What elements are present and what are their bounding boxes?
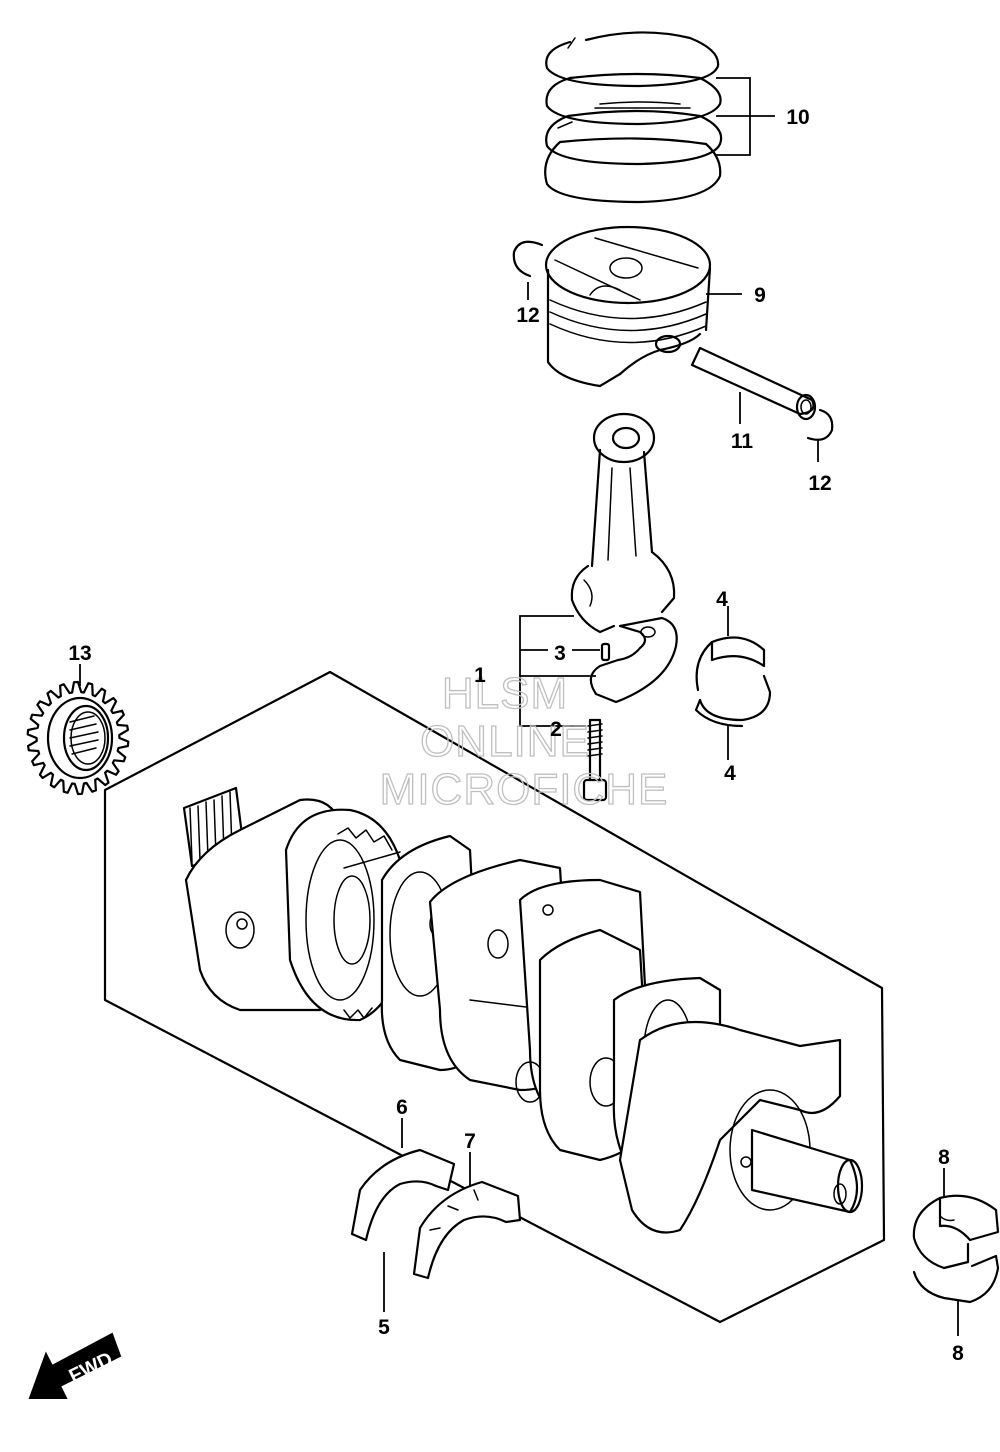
callout-12-left: 12 — [516, 304, 539, 327]
conrod-bolt-part-2[interactable] — [582, 718, 608, 802]
crankshaft[interactable] — [182, 786, 864, 1234]
callout-4-top: 4 — [716, 588, 728, 611]
connecting-rod[interactable] — [570, 412, 676, 634]
conrod-bearing-part-4[interactable] — [694, 636, 772, 728]
piston-pin-part-11[interactable] — [690, 346, 817, 421]
callout-8-bottom: 8 — [952, 1342, 964, 1365]
piston-part-9[interactable] — [544, 225, 712, 388]
callout-3: 3 — [554, 642, 566, 665]
watermark-line-2: ONLINE — [420, 717, 590, 766]
piston-rings-part-10[interactable] — [544, 31, 723, 204]
circlip-part-12-right[interactable] — [806, 408, 834, 441]
callout-6: 6 — [396, 1096, 408, 1119]
callout-8-top: 8 — [938, 1146, 950, 1169]
callout-5: 5 — [378, 1316, 390, 1339]
thrust-washer-part-6[interactable] — [350, 1148, 456, 1242]
callout-11: 11 — [731, 430, 754, 453]
watermark-line-3: MICROFICHE — [380, 765, 669, 814]
callout-7: 7 — [464, 1130, 476, 1153]
connecting-rod-cap[interactable] — [589, 616, 678, 704]
callout-bracket-1 — [519, 615, 574, 727]
circlip-part-12-left[interactable] — [512, 240, 544, 278]
callout-1: 1 — [474, 664, 486, 687]
dowel-pin-part-3[interactable] — [600, 642, 611, 662]
callout-9: 9 — [754, 284, 766, 307]
sprocket-part-13[interactable] — [26, 680, 130, 796]
callout-10: 10 — [786, 106, 809, 129]
callout-4-bottom: 4 — [724, 762, 736, 785]
main-bearing-part-8[interactable] — [912, 1194, 1000, 1304]
callout-2: 2 — [550, 718, 562, 741]
crankshaft-assembly-frame — [103, 670, 886, 1324]
callout-12-right: 12 — [808, 472, 831, 495]
watermark-line-1: HLSM — [442, 669, 568, 718]
thrust-washer-part-7[interactable] — [412, 1180, 522, 1280]
fwd-arrow-icon: FWD — [28, 1332, 122, 1399]
callout-13: 13 — [68, 642, 91, 665]
